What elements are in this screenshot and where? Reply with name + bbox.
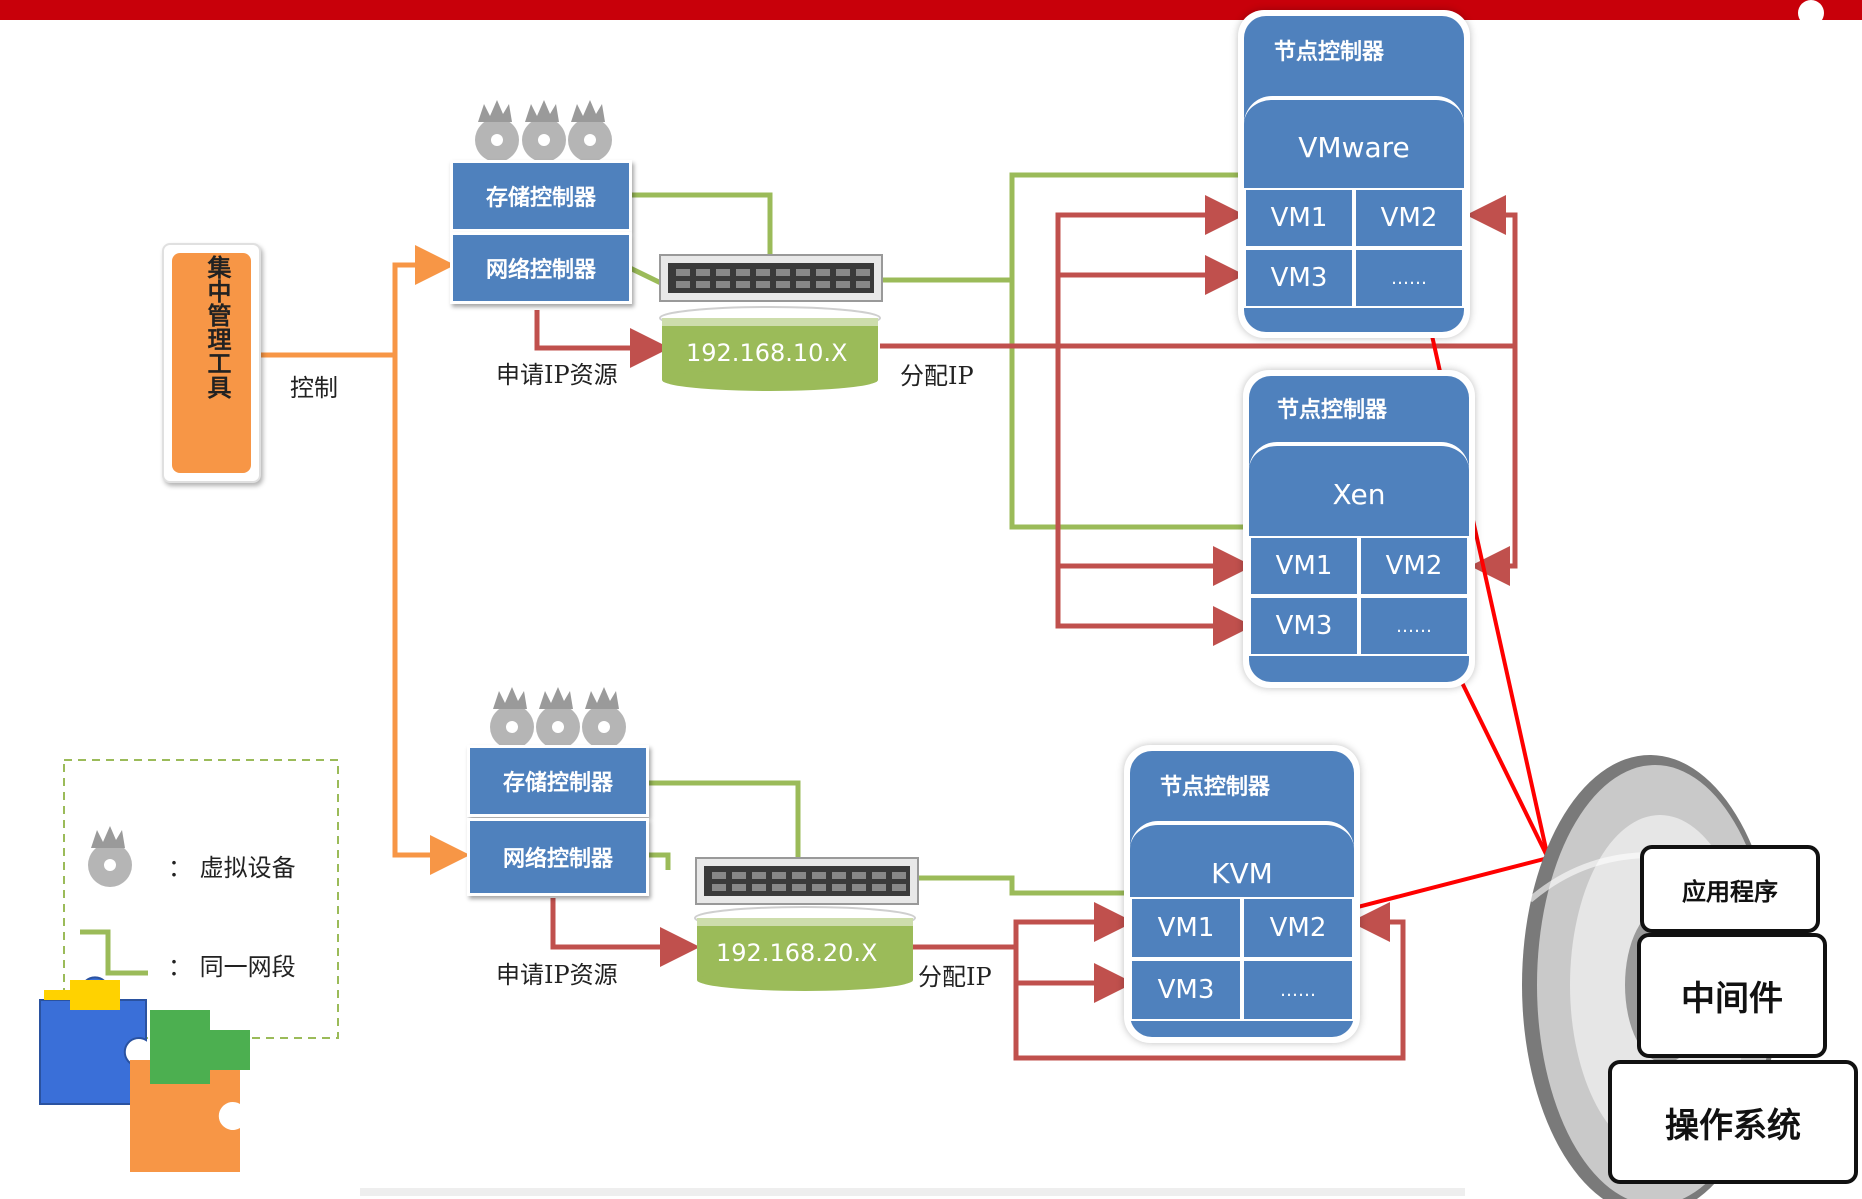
node-controller-label: 节点控制器	[1160, 775, 1271, 800]
node-kvm: 节点控制器 KVM VM1 VM2 VM3 ……	[1124, 745, 1360, 1043]
vm-more: ……	[1359, 596, 1469, 656]
vm-2: VM2	[1354, 188, 1464, 248]
vm-2: VM2	[1242, 897, 1354, 959]
stack-os: 操作系统	[1608, 1060, 1858, 1184]
legend-same-segment: ： 同一网段	[168, 953, 296, 981]
switch-2	[694, 857, 919, 991]
virtual-device-icons-2	[490, 687, 626, 749]
hypervisor-vmware: VMware	[1244, 96, 1464, 194]
stack-application: 应用程序	[1640, 845, 1820, 933]
vm-more: ……	[1354, 248, 1464, 308]
node-vmware: 节点控制器 VMware VM1 VM2 VM3 ……	[1238, 10, 1470, 338]
ip-request-label-1: 申请IP资源	[496, 361, 618, 389]
subnet-label-2: 192.168.20.X	[716, 939, 878, 967]
puzzle-graphic	[39, 976, 250, 1172]
vm-3: VM3	[1249, 596, 1359, 656]
control-label: 控制	[290, 374, 338, 402]
subnet-label-1: 192.168.10.X	[686, 339, 848, 367]
ip-request-label-2: 申请IP资源	[496, 961, 618, 989]
vm-3: VM3	[1244, 248, 1354, 308]
network-controller-2: 网络控制器	[467, 818, 649, 896]
central-management-tool: 集中管理工具	[162, 243, 261, 483]
legend-virtual-device: ： 虚拟设备	[168, 854, 296, 882]
node-xen: 节点控制器 Xen VM1 VM2 VM3 ……	[1243, 370, 1475, 688]
network-controller-1: 网络控制器	[450, 232, 632, 304]
vm-1: VM1	[1130, 897, 1242, 959]
vm-2: VM2	[1359, 536, 1469, 596]
virtual-device-icons-1	[475, 100, 612, 162]
assign-ip-label-2: 分配IP	[918, 963, 992, 991]
storage-controller-1: 存储控制器	[450, 160, 632, 232]
ip-lines	[534, 195, 1518, 1061]
hypervisor-xen: Xen	[1249, 442, 1469, 542]
assign-ip-label-1: 分配IP	[900, 362, 974, 390]
stack-middleware: 中间件	[1637, 933, 1827, 1058]
node-controller-label: 节点控制器	[1277, 398, 1388, 423]
vm-3: VM3	[1130, 959, 1242, 1021]
legend-device-icon	[88, 826, 132, 887]
node-controller-label: 节点控制器	[1274, 40, 1385, 65]
central-tool-label: 集中管理工具	[203, 255, 231, 399]
segment-lines	[80, 172, 1245, 976]
control-lines	[258, 245, 470, 875]
vm-1: VM1	[1249, 536, 1359, 596]
vm-1: VM1	[1244, 188, 1354, 248]
switch-1	[659, 254, 883, 391]
header-dot	[1798, 0, 1824, 26]
vm-more: ……	[1242, 959, 1354, 1021]
storage-controller-2: 存储控制器	[467, 745, 649, 817]
